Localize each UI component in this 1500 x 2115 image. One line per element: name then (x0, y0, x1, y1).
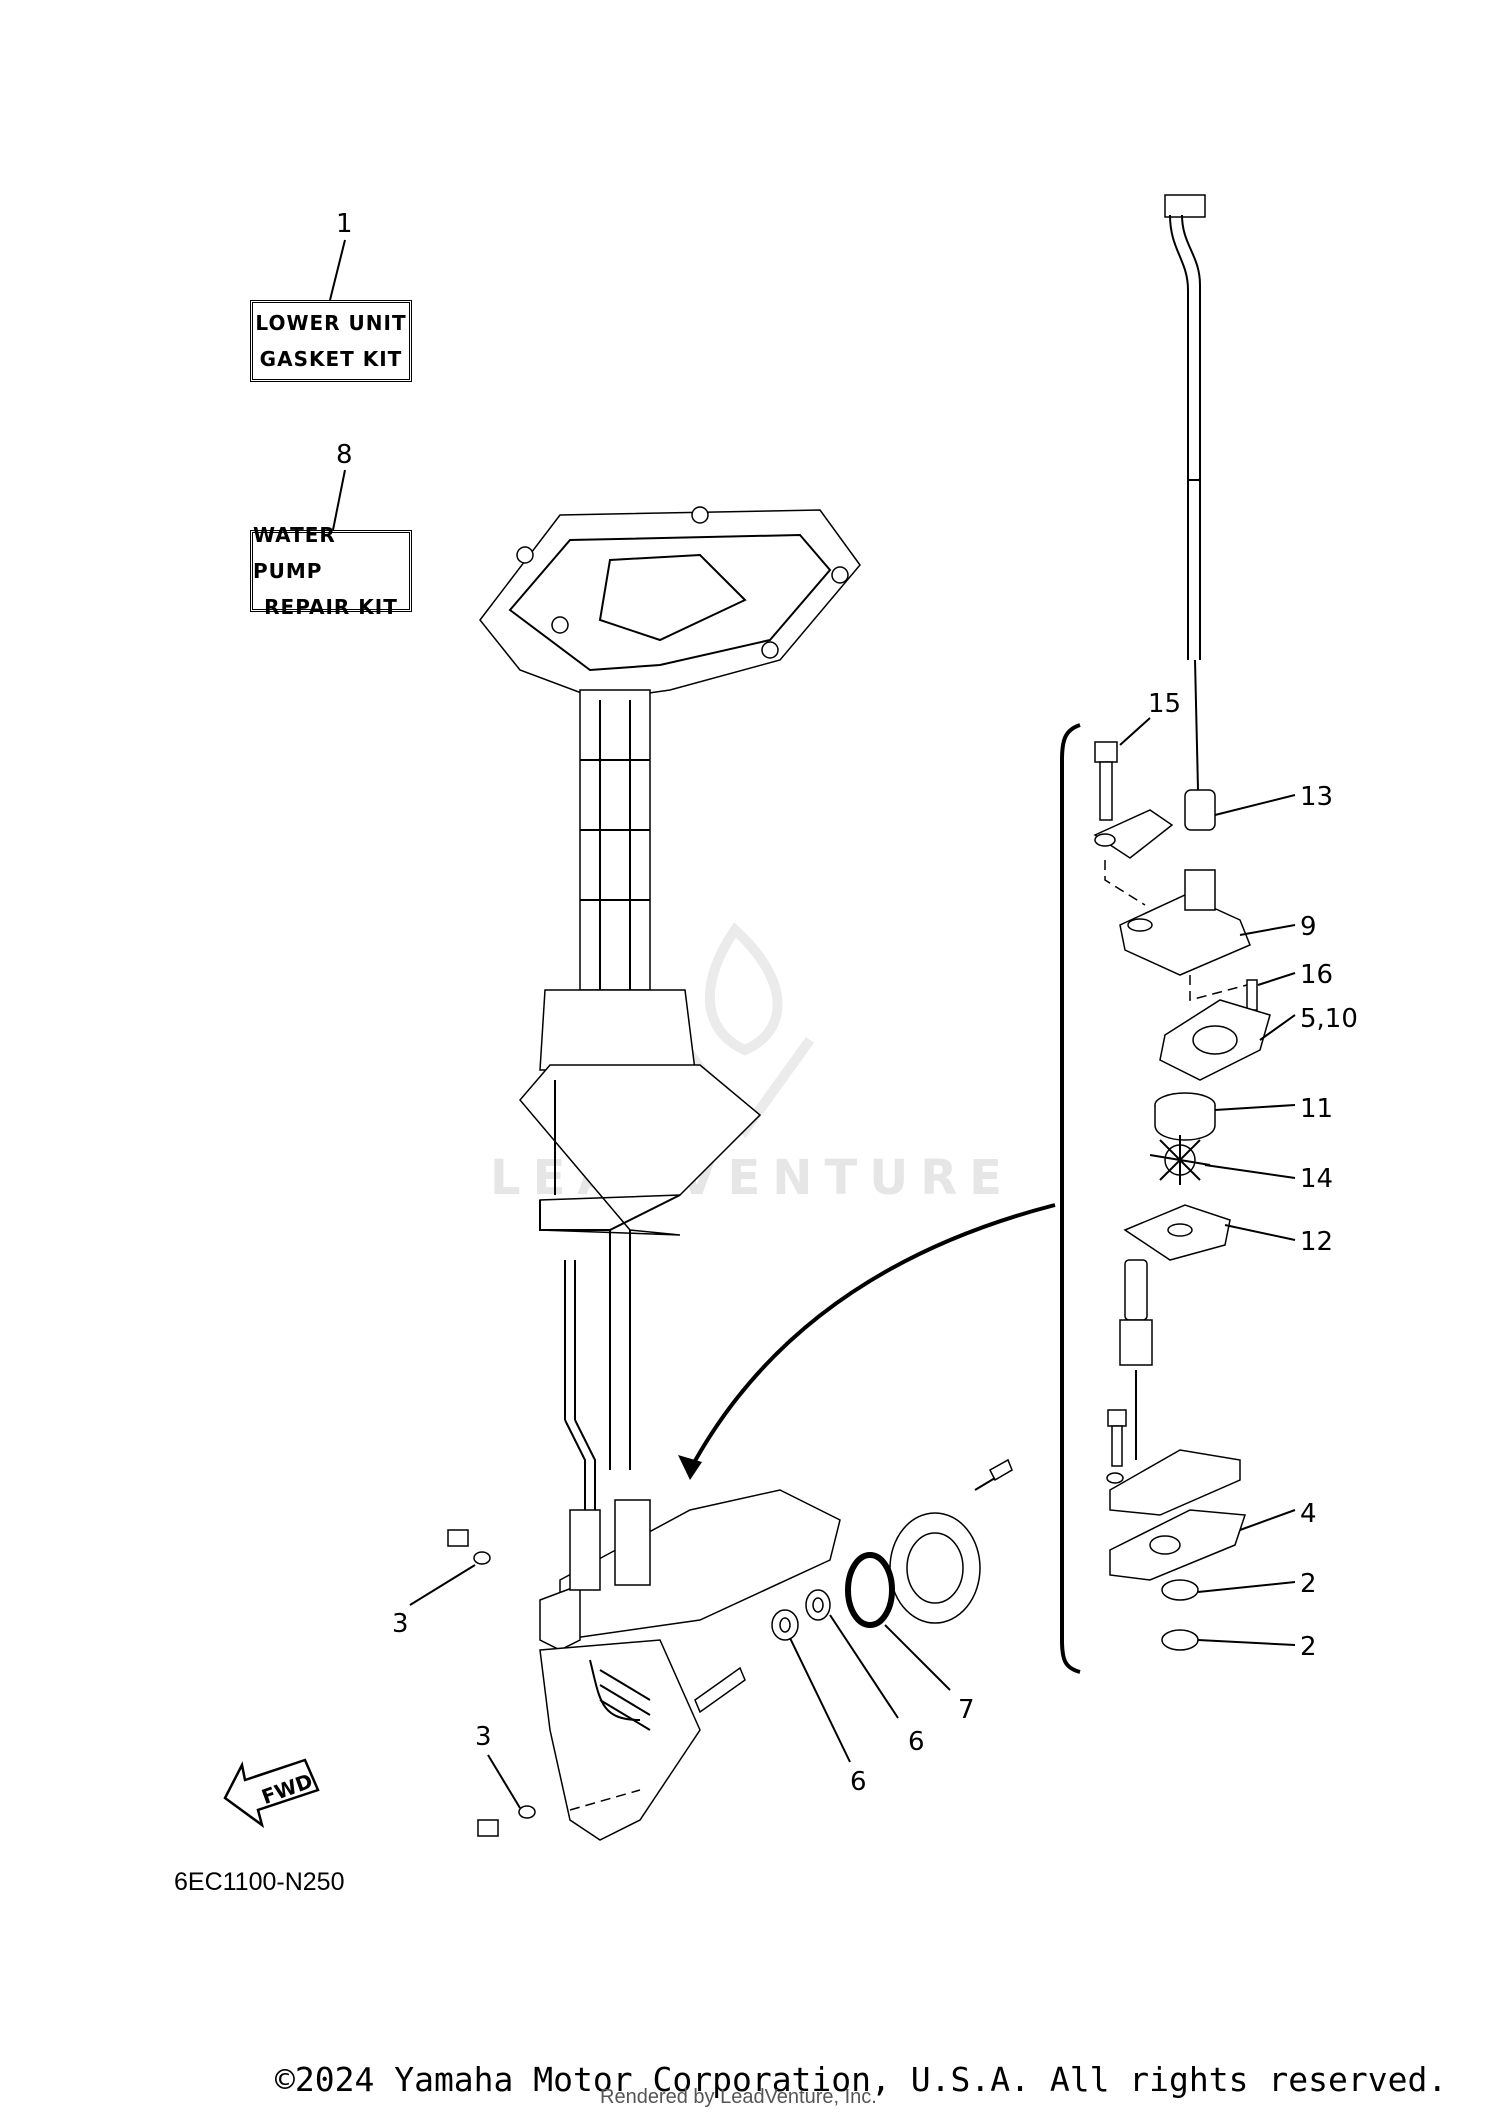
gearcase (539, 1489, 841, 1841)
curved-arrow (688, 1203, 1056, 1471)
part-14-impeller (1149, 1135, 1296, 1185)
lower-unit-gasket-kit-label: LOWER UNIT GASKET KIT (250, 300, 412, 382)
part-2-bearing-lower (1161, 1629, 1296, 1651)
part-2-bearing-upper (1161, 1579, 1296, 1601)
gasket-kit-line1: LOWER UNIT (255, 311, 407, 335)
part-15-bolt (1094, 717, 1151, 821)
part-3-gasket-lower (477, 1754, 536, 1837)
callout-13: 13 (1300, 782, 1333, 812)
callout-16: 16 (1300, 960, 1333, 990)
callout-5-10: 5,10 (1300, 1004, 1358, 1034)
part-6-seal-b (771, 1609, 851, 1763)
callout-7: 7 (958, 1695, 975, 1725)
water-tube (1164, 194, 1206, 791)
part-9-pump-housing (1104, 860, 1296, 976)
callout-3-upper: 3 (392, 1609, 409, 1639)
part-5-10-gasket (1159, 999, 1296, 1081)
callout-15: 15 (1148, 689, 1181, 719)
callout-4: 4 (1300, 1499, 1317, 1529)
water-pump-kit-line2: REPAIR KIT (264, 595, 398, 619)
part-13-grommet (1184, 789, 1296, 831)
gasket-kit-line2: GASKET KIT (259, 347, 403, 371)
part-11-insert (1154, 1092, 1296, 1141)
part-16-pin (1189, 972, 1296, 1011)
diagram-code: 6EC1100-N250 (174, 1868, 345, 1896)
water-pump-repair-kit-label: WATER PUMP REPAIR KIT (250, 523, 412, 619)
callout-14: 14 (1300, 1164, 1333, 1194)
callout-11: 11 (1300, 1094, 1333, 1124)
part-3-gasket-upper (409, 1529, 491, 1606)
callout-6-right: 6 (908, 1727, 925, 1757)
drive-shaft-housing (479, 506, 861, 1236)
callout-3-lower: 3 (475, 1722, 492, 1752)
part-12-outer-plate (1123, 1204, 1296, 1261)
part-4-gasket (1109, 1509, 1296, 1581)
callout-8: 8 (336, 440, 353, 470)
part-7-o-ring (845, 1552, 951, 1691)
callout-1: 1 (336, 209, 353, 239)
callout-9: 9 (1300, 912, 1317, 942)
callout-2-lower: 2 (1300, 1632, 1317, 1662)
rendered-by: Rendered by LeadVenture, Inc. (600, 2086, 877, 2108)
leader-8 (332, 469, 346, 531)
shaft-sleeve (1106, 1259, 1241, 1516)
drive-shaft (564, 1230, 631, 1540)
water-pump-kit-line1: WATER PUMP (253, 523, 336, 583)
water-pump-bracket (1060, 723, 1081, 1674)
callout-6-left: 6 (850, 1767, 867, 1797)
part-plate (1093, 809, 1174, 859)
part-6-seal-a (805, 1589, 899, 1719)
fwd-arrow-icon: FWD (223, 1758, 320, 1829)
callout-2-upper: 2 (1300, 1569, 1317, 1599)
leader-1 (329, 239, 346, 301)
prop-shaft-housing (889, 1458, 1013, 1624)
callout-12: 12 (1300, 1227, 1333, 1257)
copyright-notice: ©2024 Yamaha Motor Corporation, U.S.A. A… (275, 2060, 1448, 2099)
arrow-head (678, 1455, 702, 1480)
